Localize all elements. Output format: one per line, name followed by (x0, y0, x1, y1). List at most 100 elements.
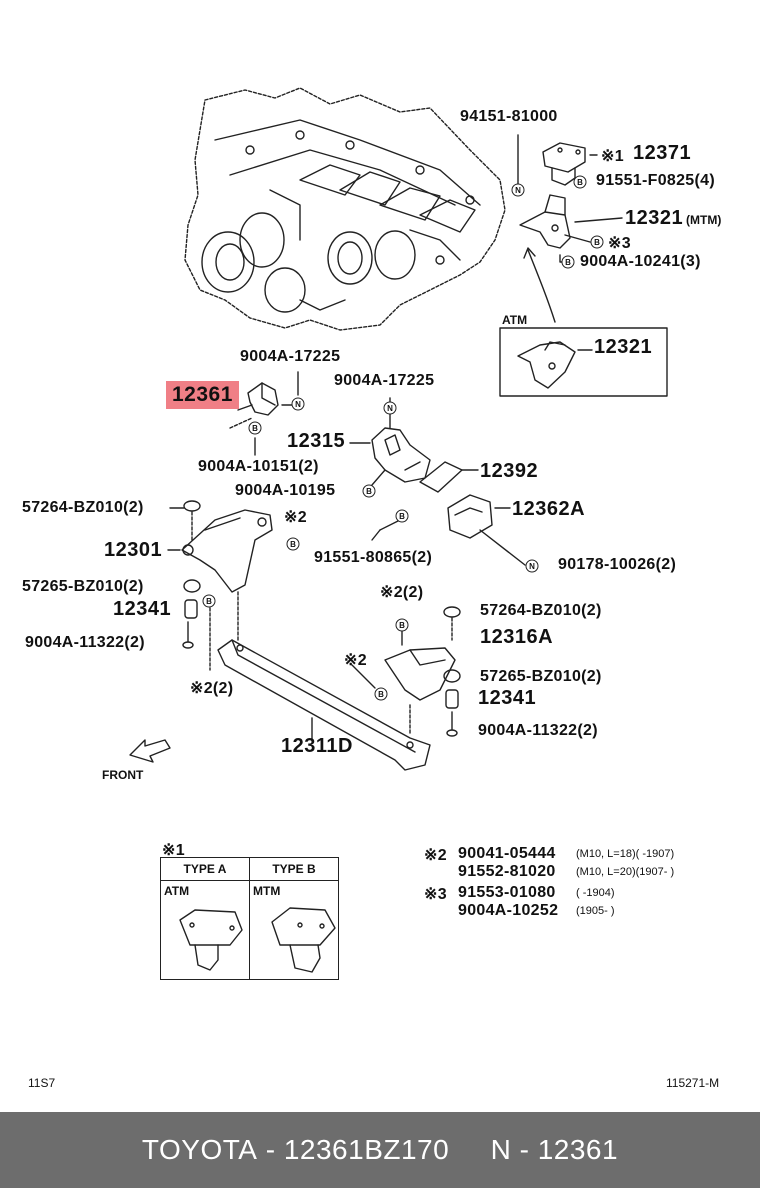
n-marker: N (291, 397, 305, 411)
footer-part-number: 12361BZ170 (283, 1134, 450, 1165)
callout-12341-right: 12341 (478, 687, 537, 709)
note2-2-marker-top: ※2(2) (380, 584, 424, 601)
footer-separator: - (257, 1134, 284, 1165)
callout-12321-atm: 12321 (594, 336, 653, 358)
note3-part-1: 91553-01080 (458, 884, 556, 901)
callout-12371: 12371 (633, 142, 692, 164)
part-12392-pad (419, 461, 463, 493)
callout-12321-mtm: 12321 (625, 207, 684, 229)
note1-marker-top: ※1 (601, 148, 624, 165)
footer-reference: N - 12361 (490, 1134, 619, 1165)
type-b-mtm-label: MTM (253, 884, 281, 898)
note2-2-marker-bottom: ※2(2) (190, 680, 234, 697)
b-marker: B (374, 687, 388, 701)
svg-text:B: B (252, 424, 258, 433)
mtm-suffix: (MTM) (686, 213, 722, 227)
svg-text:N: N (515, 186, 521, 195)
note3-spec-1: ( -1904) (576, 887, 615, 899)
collar-12341-right (445, 689, 459, 709)
callout-9004a-17225-b: 9004A-17225 (334, 372, 435, 389)
note1-type-table: TYPE A TYPE B ATM MTM (160, 857, 339, 980)
part-12361-bracket (237, 382, 279, 416)
b-marker: B (202, 594, 216, 608)
callout-57264-bz010-right: 57264-BZ010(2) (480, 602, 602, 619)
type-a-atm-label: ATM (164, 884, 190, 898)
svg-text:B: B (577, 178, 583, 187)
svg-text:B: B (378, 690, 384, 699)
b-marker: B (573, 175, 587, 189)
svg-text:N: N (387, 404, 393, 413)
part-12321-bracket-mtm (519, 194, 571, 249)
callout-9004a-10241: 9004A-10241(3) (580, 253, 701, 270)
callout-12301: 12301 (104, 539, 163, 561)
callout-12315: 12315 (287, 430, 346, 452)
part-12371-mount (542, 142, 586, 186)
note2-part-2: 91552-81020 (458, 863, 556, 880)
callout-9004a-11322-right: 9004A-11322(2) (478, 722, 598, 739)
atm-label: ATM (502, 313, 528, 327)
callout-12392: 12392 (480, 460, 539, 482)
svg-text:N: N (295, 400, 301, 409)
svg-text:N: N (529, 562, 535, 571)
note3-spec-2: (1905- ) (576, 905, 615, 917)
b-marker: B (362, 484, 376, 498)
note2-spec-2: (M10, L=20)(1907- ) (576, 866, 675, 878)
svg-text:B: B (366, 487, 372, 496)
b-marker: B (561, 255, 575, 269)
note3-part-2: 9004A-10252 (458, 902, 559, 919)
callout-12311d: 12311D (281, 735, 353, 757)
part-12362a-mount (447, 494, 493, 539)
svg-text:B: B (206, 597, 212, 606)
cushion-57265-left (183, 579, 201, 593)
footer-brand: TOYOTA (141, 1134, 258, 1165)
svg-text:B: B (594, 238, 600, 247)
b-marker: B (590, 235, 604, 249)
callout-12362a: 12362A (512, 498, 586, 520)
note2-marker-mid: ※2 (344, 652, 367, 669)
callout-9004a-10151: 9004A-10151(2) (198, 458, 319, 475)
callout-9004a-17225-a: 9004A-17225 (240, 348, 341, 365)
b-marker: B (395, 509, 409, 523)
type-b-header: TYPE B (272, 862, 316, 876)
callout-57265-bz010-right: 57265-BZ010(2) (480, 668, 602, 685)
svg-text:B: B (399, 512, 405, 521)
cushion-57265-right (443, 669, 461, 683)
front-label: FRONT (102, 768, 144, 782)
part-12311d-crossmember (217, 639, 431, 771)
b-marker: B (395, 618, 409, 632)
callout-9004a-10195: 9004A-10195 (235, 482, 336, 499)
corner-code-left: 11S7 (28, 1076, 56, 1090)
footer-gap (449, 1134, 490, 1166)
callout-57265-bz010-left: 57265-BZ010(2) (22, 578, 144, 595)
callout-90178-10026: 90178-10026(2) (558, 556, 677, 573)
corner-code-right: 115271-M (666, 1076, 720, 1090)
part-footer-bar: TOYOTA - 12361BZ170 N - 12361 (0, 1112, 760, 1188)
collar-12341-left (184, 599, 198, 619)
svg-text:B: B (290, 540, 296, 549)
part-12315-mount (371, 427, 431, 483)
n-marker: N (525, 559, 539, 573)
callout-91551-80865: 91551-80865(2) (314, 549, 433, 566)
note2-label: ※2 (424, 847, 447, 864)
part-12316a-bracket (384, 647, 456, 701)
callout-12361-highlighted[interactable]: 12361 (166, 381, 239, 409)
svg-text:B: B (565, 258, 571, 267)
svg-text:B: B (399, 621, 405, 630)
callout-12341-left: 12341 (113, 598, 172, 620)
note3-marker: ※3 (608, 235, 631, 252)
b-marker: B (248, 421, 262, 435)
cushion-57264-right (443, 606, 461, 618)
n-marker: N (383, 401, 397, 415)
part-12321-bracket-atm (517, 341, 576, 389)
callout-94151-81000: 94151-81000 (460, 108, 558, 125)
note2-part-1: 90041-05444 (458, 845, 556, 862)
callout-57264-bz010-left: 57264-BZ010(2) (22, 499, 144, 516)
note3-label: ※3 (424, 886, 447, 903)
note2-spec-1: (M10, L=18)( -1907) (576, 848, 675, 860)
callout-12316a: 12316A (480, 626, 554, 648)
atm-box (499, 327, 668, 397)
front-arrow (129, 739, 171, 763)
cushion-57264-left (183, 500, 201, 512)
engine-block (184, 87, 506, 331)
type-a-header: TYPE A (183, 862, 227, 876)
